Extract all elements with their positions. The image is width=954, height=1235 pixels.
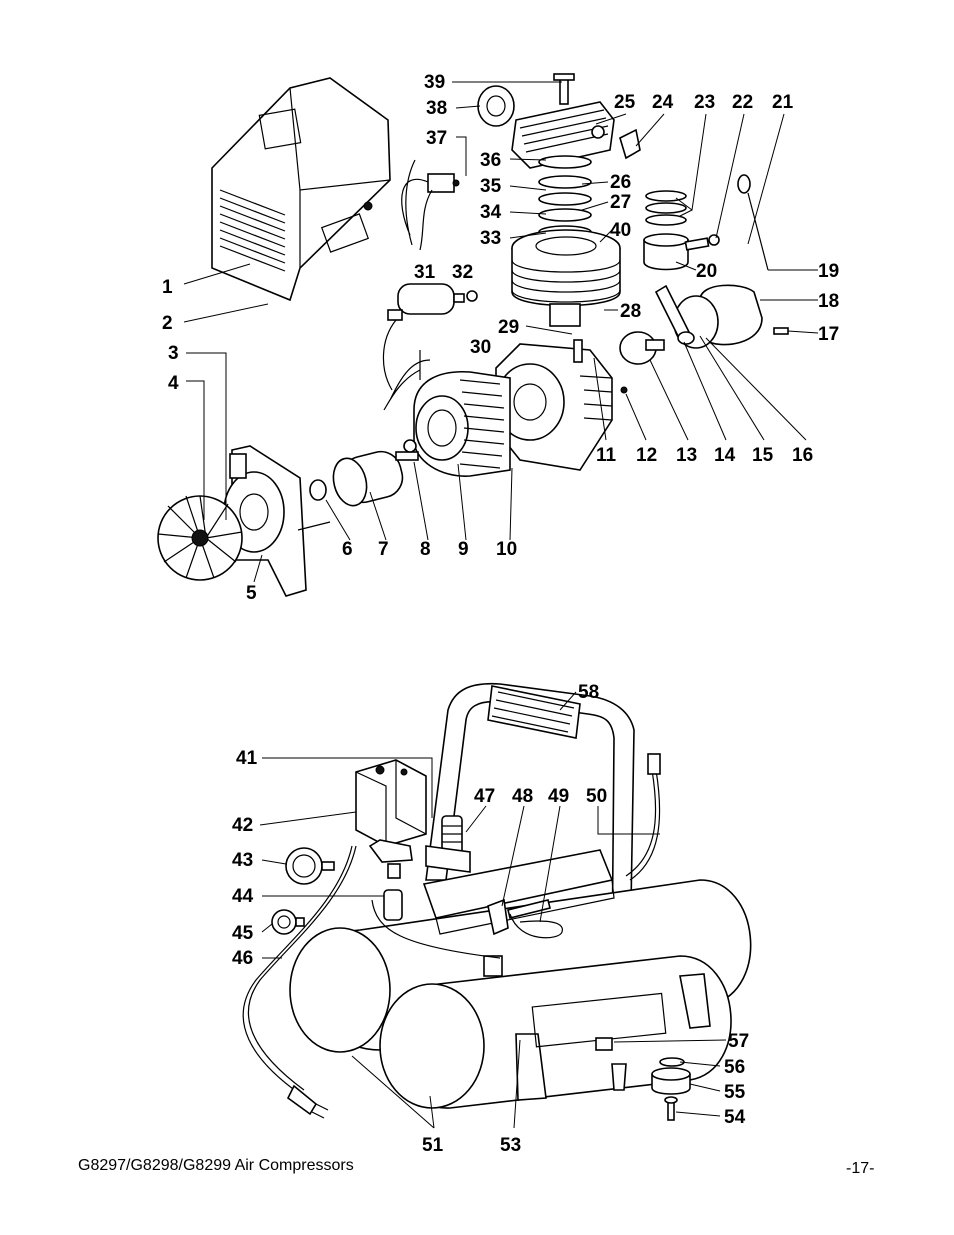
part-stator xyxy=(383,359,511,477)
callout-51: 51 xyxy=(422,1135,444,1156)
callout-32: 32 xyxy=(452,262,473,283)
callout-27: 27 xyxy=(610,192,631,213)
callout-29: 29 xyxy=(498,317,519,338)
part-pressure-switch xyxy=(355,759,427,863)
part-switch xyxy=(401,159,460,251)
callout-23: 23 xyxy=(694,92,715,113)
callout-1: 1 xyxy=(162,277,173,298)
part-fan xyxy=(157,495,243,581)
callout-12: 12 xyxy=(636,445,657,466)
part-end-bell xyxy=(223,445,331,597)
callout-28: 28 xyxy=(620,301,641,322)
callout-14: 14 xyxy=(714,445,736,466)
callout-19: 19 xyxy=(818,261,839,282)
callout-16: 16 xyxy=(792,445,813,466)
part-valve-plates xyxy=(538,155,592,239)
callout-53: 53 xyxy=(500,1135,521,1156)
callout-41: 41 xyxy=(236,748,258,769)
part-piston xyxy=(643,190,720,271)
callout-40: 40 xyxy=(610,220,631,241)
part-check-valve xyxy=(383,863,403,921)
part-dipstick xyxy=(737,174,769,271)
callout-3: 3 xyxy=(168,343,179,364)
part-crankcase xyxy=(495,339,613,471)
part-tank-tube xyxy=(371,899,501,959)
callout-57: 57 xyxy=(728,1031,749,1052)
callout-42: 42 xyxy=(232,815,253,836)
motor-pump-assembly-drawing xyxy=(157,73,789,597)
callout-30: 30 xyxy=(470,337,491,358)
callout-37: 37 xyxy=(426,128,447,149)
part-manifold-bracket xyxy=(422,849,615,935)
part-drain-valve xyxy=(595,1037,627,1091)
callout-34: 34 xyxy=(480,202,502,223)
callout-43: 43 xyxy=(232,850,253,871)
callout-labels: 1 2 3 4 5 6 7 8 9 10 11 12 13 14 15 16 1… xyxy=(162,72,839,1156)
part-cylinder xyxy=(511,229,621,327)
callout-38: 38 xyxy=(426,98,447,119)
part-outlet-gauge xyxy=(271,909,305,935)
footer-page-number: -17- xyxy=(846,1160,875,1177)
callout-26: 26 xyxy=(610,172,631,193)
callout-20: 20 xyxy=(696,261,717,282)
callout-33: 33 xyxy=(480,228,501,249)
part-shroud-cover xyxy=(211,77,391,302)
callout-47: 47 xyxy=(474,786,495,807)
callout-6: 6 xyxy=(342,539,353,560)
part-cylinder-head xyxy=(477,73,641,169)
callout-22: 22 xyxy=(732,92,753,113)
callout-11: 11 xyxy=(596,445,617,466)
callout-50: 50 xyxy=(586,786,607,807)
callout-54: 54 xyxy=(724,1107,746,1128)
callout-58: 58 xyxy=(578,682,599,703)
callout-7: 7 xyxy=(378,539,389,560)
bottom-leader-lines xyxy=(259,691,727,1129)
part-tank-front xyxy=(379,955,732,1109)
callout-36: 36 xyxy=(480,150,501,171)
part-capacitor xyxy=(382,283,478,391)
callout-25: 25 xyxy=(614,92,636,113)
footer-model-text: G8297/G8298/G8299 Air Compressors xyxy=(78,1157,354,1174)
callout-8: 8 xyxy=(420,539,431,560)
callout-55: 55 xyxy=(724,1082,746,1103)
callout-10: 10 xyxy=(496,539,517,560)
callout-13: 13 xyxy=(676,445,697,466)
callout-49: 49 xyxy=(548,786,569,807)
callout-45: 45 xyxy=(232,923,254,944)
part-outlet-tube xyxy=(509,913,563,939)
part-power-cord xyxy=(242,845,357,1119)
part-rubber-foot xyxy=(651,1057,691,1121)
callout-18: 18 xyxy=(818,291,839,312)
callout-31: 31 xyxy=(414,262,436,283)
callout-21: 21 xyxy=(772,92,794,113)
part-regulator xyxy=(425,815,471,873)
callout-24: 24 xyxy=(652,92,674,113)
tank-assembly-drawing xyxy=(242,682,752,1121)
part-rotor xyxy=(309,439,419,507)
callout-39: 39 xyxy=(424,72,445,93)
callout-5: 5 xyxy=(246,583,257,604)
callout-46: 46 xyxy=(232,948,253,969)
part-tank-gauge xyxy=(285,847,335,885)
callout-44: 44 xyxy=(232,886,254,907)
callout-48: 48 xyxy=(512,786,533,807)
callout-9: 9 xyxy=(458,539,469,560)
part-safety-valve xyxy=(487,898,551,936)
callout-17: 17 xyxy=(818,324,839,345)
callout-56: 56 xyxy=(724,1057,745,1078)
part-connecting-rod xyxy=(619,284,695,394)
callout-4: 4 xyxy=(168,373,179,394)
callout-2: 2 xyxy=(162,313,173,334)
callout-15: 15 xyxy=(752,445,774,466)
callout-35: 35 xyxy=(480,176,502,197)
top-leader-lines xyxy=(183,81,819,583)
